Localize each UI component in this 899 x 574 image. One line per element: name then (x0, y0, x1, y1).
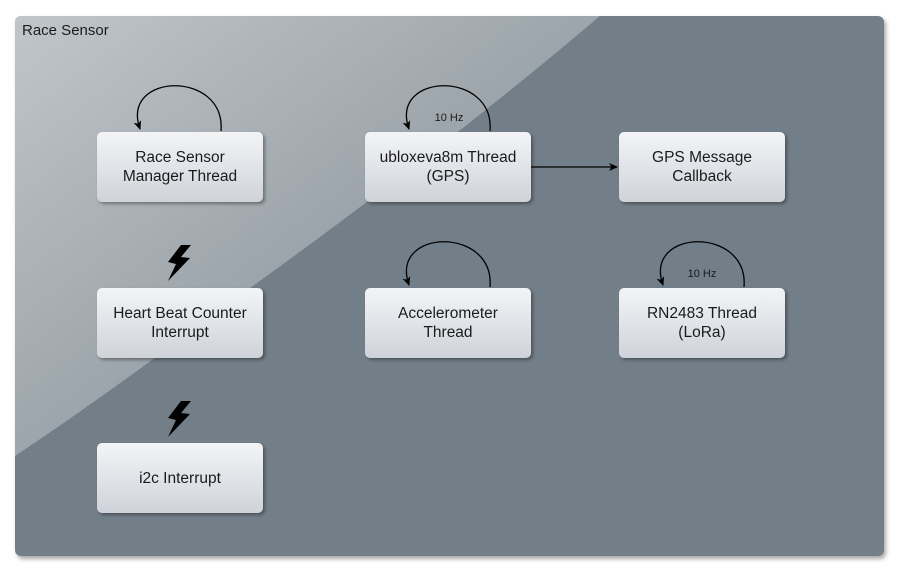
rn2483-self-loop (656, 241, 745, 288)
container-title: Race Sensor (22, 22, 109, 39)
rn2483-rate-label: 10 Hz (688, 268, 717, 280)
rn2483-thread-node[interactable]: RN2483 Thread (LoRa) (619, 288, 785, 358)
ubloxeva8m-thread-node[interactable]: ubloxeva8m Thread (GPS) (365, 132, 531, 202)
gps-message-callback-node[interactable]: GPS Message Callback (619, 132, 785, 202)
accelerometer-self-loop (402, 241, 491, 288)
manager-self-loop (133, 85, 222, 132)
heart-beat-counter-interrupt-node[interactable]: Heart Beat Counter Interrupt (97, 288, 263, 358)
ublox-rate-label: 10 Hz (435, 112, 464, 124)
ublox-self-loop (402, 85, 491, 132)
accelerometer-thread-node[interactable]: Accelerometer Thread (365, 288, 531, 358)
race-sensor-manager-thread-node[interactable]: Race Sensor Manager Thread (97, 132, 263, 202)
lightning-bolt-icon (168, 401, 191, 437)
i2c-interrupt-node[interactable]: i2c Interrupt (97, 443, 263, 513)
lightning-bolt-icon (168, 245, 191, 281)
